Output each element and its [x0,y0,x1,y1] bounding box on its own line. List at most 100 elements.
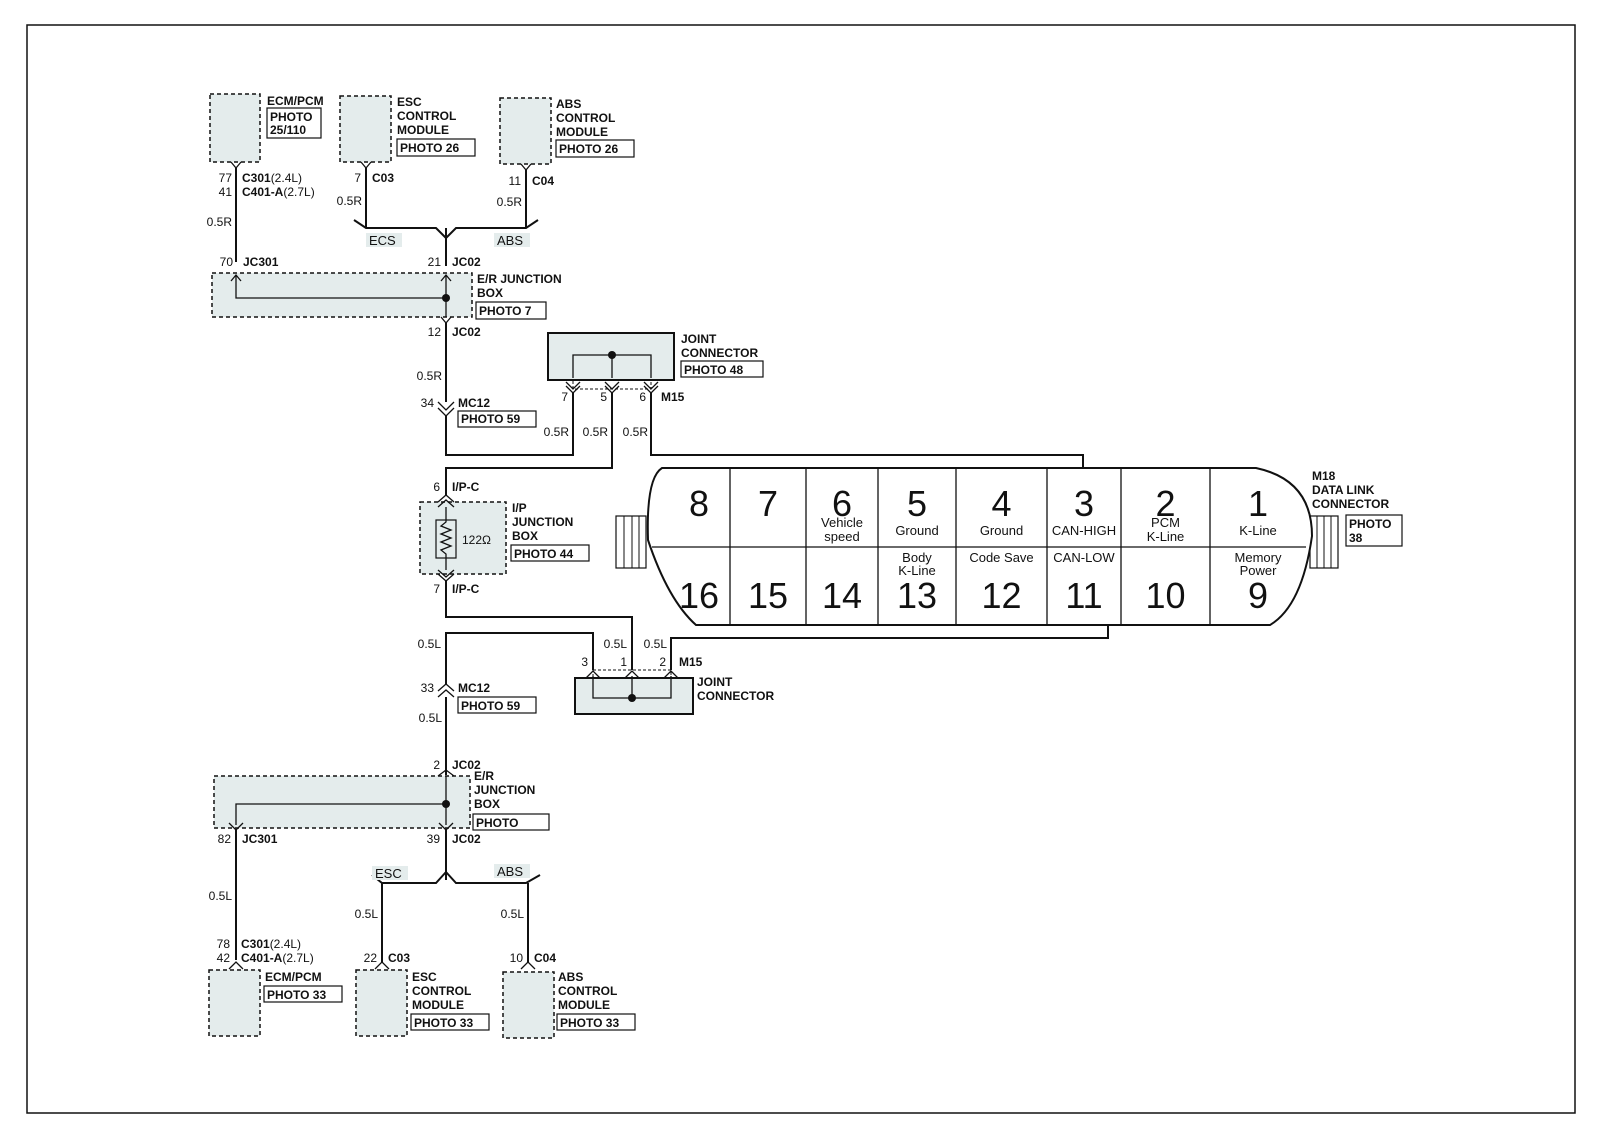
mc12-bottom-connector: 33 MC12 PHOTO 59 0.5L [419,681,537,775]
joint-connector-bottom: 0.5L 0.5L 0.5L 3 1 2 M15 JOINT CONNECTOR [418,611,1112,715]
bottom-ecm-var-b: (2.7L) [282,951,313,965]
top-esc-wire: 0.5R [337,194,363,208]
mc12-top-conn: MC12 [458,396,490,410]
dlc-photo-1: PHOTO [1349,517,1391,531]
joint-bottom-pin-1: 1 [620,655,627,669]
er-top-pin-left: 70 [220,255,234,269]
ip-pin-bottom: 7 [433,582,440,596]
bottom-tag-esc: ESC [375,866,402,881]
dlc-pin-2-desc: PCM [1151,515,1180,530]
top-ecm-photo-1: PHOTO [270,110,312,124]
joint-top-conn: M15 [661,390,685,404]
dlc-pin-1: 1 [1248,483,1268,524]
joint-bottom-label-2: CONNECTOR [697,689,774,703]
mc12-bottom-wire: 0.5L [419,711,443,725]
er-bottom-conn-out: JC02 [452,832,481,846]
page-frame [26,24,1576,1114]
er-junction-box-bottom: 2 JC02 E/R JUNCTION BOX PHOTO 82 JC301 3… [213,758,550,846]
joint-bottom-wire-2: 0.5L [644,637,668,651]
mc12-top-photo: PHOTO 59 [461,412,520,426]
top-ecm-label: ECM/PCM [267,94,324,108]
bottom-abs-photo: PHOTO 33 [560,1016,619,1030]
bottom-tag-abs: ABS [497,864,523,879]
top-abs-module: ABS CONTROL MODULE PHOTO 26 11 C04 0.5R [497,97,635,209]
er-top-wire-out: 0.5R [417,369,443,383]
joint-bottom-conn: M15 [679,655,703,669]
dlc-pin-2: 2 [1155,483,1175,524]
bottom-abs-label-1: ABS [558,970,583,984]
er-bottom-pin-in: 2 [433,758,440,772]
er-top-label-1: E/R JUNCTION [477,272,562,286]
er-top-pin-out: 12 [428,325,442,339]
bottom-ecm-var-a: (2.4L) [270,937,301,951]
top-ecm-conn-a: C301 [242,171,271,185]
ip-label-3: BOX [512,529,538,543]
dlc-pin-4-desc: Ground [980,523,1023,538]
dlc-pin-12-desc: Code Save [969,550,1033,565]
er-bottom-label-2: JUNCTION [474,783,535,797]
er-bottom-conn-in: JC02 [452,758,481,772]
er-top-conn-out: JC02 [452,325,481,339]
joint-top-wire-6: 0.5R [623,425,649,439]
joint-top-pin-5: 5 [600,390,607,404]
joint-bottom-wire-1: 0.5L [604,637,628,651]
bottom-abs-wire: 0.5L [501,907,525,921]
top-ecm-var-b: (2.7L) [283,185,314,199]
dlc-pin-13-desc: Body [902,550,932,565]
joint-top-label-2: CONNECTOR [681,346,758,360]
ip-pin-top: 6 [433,480,440,494]
er-bottom-label-1: E/R [474,769,494,783]
dlc-pin-9: 9 [1248,575,1268,616]
top-ecm-conn-b: C401-A [242,185,284,199]
svg-text:C301(2.4L): C301(2.4L) [241,937,301,951]
bottom-esc-pin: 22 [364,951,378,965]
bottom-esc-wire: 0.5L [355,907,379,921]
dlc-pin-14: 14 [822,575,862,616]
er-bottom-photo: PHOTO [476,816,518,830]
dlc-pin-3: 3 [1074,483,1094,524]
bottom-esc-label-1: ESC [412,970,437,984]
ip-photo: PHOTO 44 [514,547,573,561]
dlc-pin-9-desc2: Power [1240,563,1278,578]
top-abs-label-2: CONTROL [556,111,615,125]
dlc-pin-13: 13 [897,575,937,616]
joint-bottom-pin-3: 3 [581,655,588,669]
ip-label-2: JUNCTION [512,515,573,529]
bottom-ecm-label: ECM/PCM [265,970,322,984]
dlc-pin-9-desc: Memory [1235,550,1282,565]
top-tag-abs: ABS [497,233,523,248]
er-bottom-conn-left: JC301 [242,832,278,846]
er-top-conn-in: JC02 [452,255,481,269]
ip-label-1: I/P [512,501,527,515]
top-ecm-pin-a: 77 [219,171,233,185]
top-abs-wire: 0.5R [497,195,523,209]
joint-connector-top: JOINT CONNECTOR PHOTO 48 7 5 6 M15 0.5R … [445,332,1087,496]
joint-top-wire-5: 0.5R [583,425,609,439]
mc12-bottom-conn: MC12 [458,681,490,695]
joint-top-pin-7: 7 [561,390,568,404]
bottom-esc-label-2: CONTROL [412,984,471,998]
top-ecm-photo-2: 25/110 [270,123,306,137]
er-junction-box-top: 70 JC301 21 JC02 E/R JUNCTION BOX PHOTO … [211,255,562,402]
mc12-top-connector: 34 MC12 PHOTO 59 [421,392,574,456]
top-esc-module: ESC CONTROL MODULE PHOTO 26 7 C03 0.5R [337,95,476,208]
er-top-label-2: BOX [477,286,503,300]
er-bottom-pin-left: 82 [218,832,232,846]
top-ecm-wire: 0.5R [207,215,233,229]
joint-bottom-wire-3: 0.5L [418,637,442,651]
svg-text:C301(2.4L): C301(2.4L) [242,171,302,185]
top-abs-label-1: ABS [556,97,581,111]
bottom-ecm-conn-a: C301 [241,937,270,951]
bottom-ecm-conn-b: C401-A [241,951,283,965]
er-bottom-label-3: BOX [474,797,500,811]
dlc-pin-5: 5 [907,483,927,524]
top-wires: ECS ABS [235,168,539,266]
dlc-pin-13-desc2: K-Line [898,563,936,578]
dlc-pin-8: 8 [689,483,709,524]
bottom-wires: ESC ABS [235,830,541,962]
top-esc-photo: PHOTO 26 [400,141,459,155]
er-top-pin-in: 21 [428,255,442,269]
top-esc-label-2: CONTROL [397,109,456,123]
